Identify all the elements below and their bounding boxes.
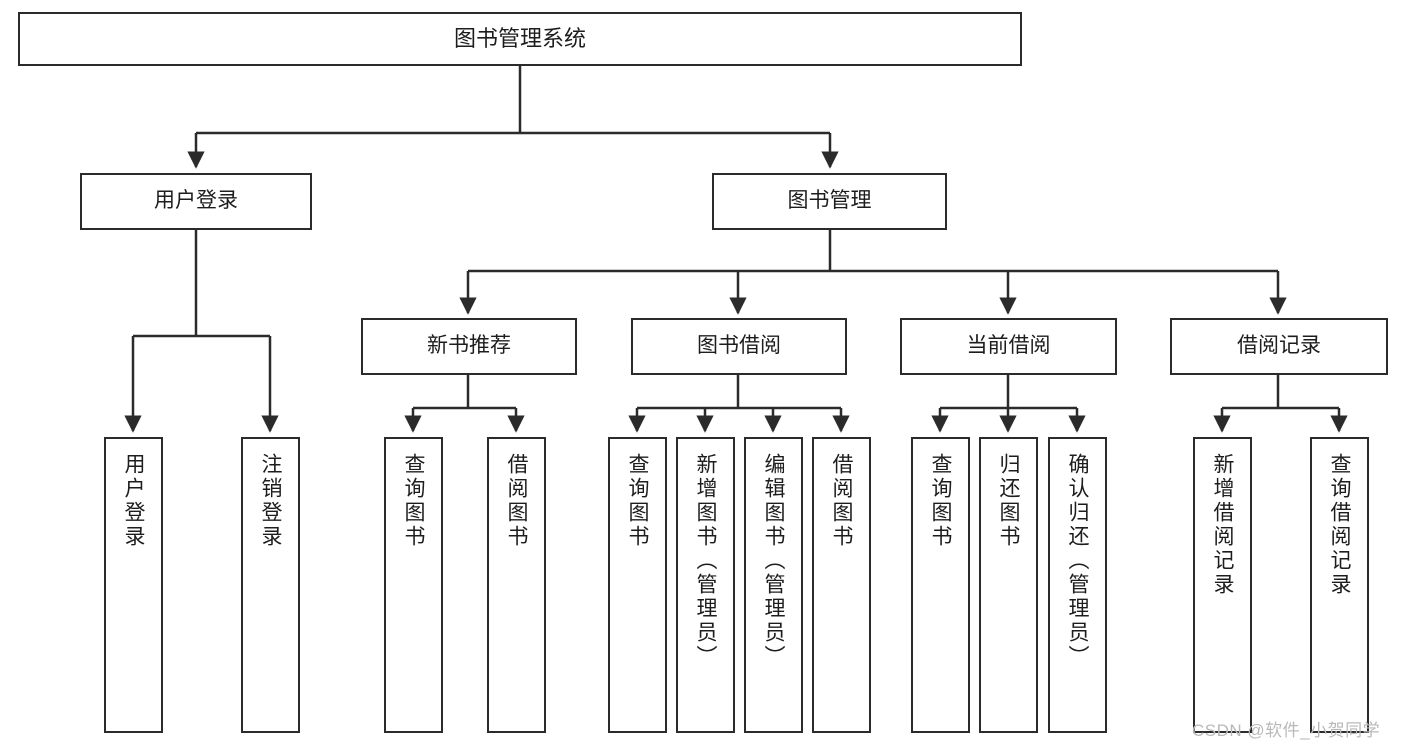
leaf-query-book-borrow[interactable]: 查询图书 bbox=[608, 437, 667, 733]
leaf-user-login[interactable]: 用户登录 bbox=[104, 437, 163, 733]
leaf-confirm-return-admin[interactable]: 确认归还（管理员） bbox=[1048, 437, 1107, 733]
leaf-edit-book-admin[interactable]: 编辑图书（管理员） bbox=[744, 437, 803, 733]
leaf-add-borrow-record[interactable]: 新增借阅记录 bbox=[1193, 437, 1252, 733]
node-user-login[interactable]: 用户登录 bbox=[80, 173, 312, 230]
node-label: 查询图书 bbox=[929, 453, 952, 549]
node-label: 新增借阅记录 bbox=[1211, 453, 1234, 597]
node-label: 图书管理 bbox=[787, 189, 872, 213]
node-label: 图书借阅 bbox=[697, 334, 781, 358]
leaf-query-book-recommend[interactable]: 查询图书 bbox=[384, 437, 443, 733]
leaf-logout[interactable]: 注销登录 bbox=[241, 437, 300, 733]
node-label: 新增图书（管理员） bbox=[694, 453, 717, 669]
leaf-query-borrow-record[interactable]: 查询借阅记录 bbox=[1310, 437, 1369, 733]
csdn-watermark: CSDN @软件_小贺同学 bbox=[1192, 721, 1381, 740]
node-label: 用户登录 bbox=[154, 189, 238, 213]
node-label: 查询图书 bbox=[626, 453, 649, 549]
node-book-borrowing[interactable]: 图书借阅 bbox=[631, 318, 847, 375]
node-label: 注销登录 bbox=[259, 453, 282, 549]
node-label: 当前借阅 bbox=[966, 334, 1051, 358]
node-new-book-recommendation[interactable]: 新书推荐 bbox=[361, 318, 577, 375]
node-label: 确认归还（管理员） bbox=[1066, 453, 1089, 669]
leaf-borrow-book-recommend[interactable]: 借阅图书 bbox=[487, 437, 546, 733]
leaf-add-book-admin[interactable]: 新增图书（管理员） bbox=[676, 437, 735, 733]
node-book-management[interactable]: 图书管理 bbox=[712, 173, 947, 230]
node-label: 借阅记录 bbox=[1237, 334, 1321, 358]
node-current-borrowing[interactable]: 当前借阅 bbox=[900, 318, 1117, 375]
leaf-query-book-current[interactable]: 查询图书 bbox=[911, 437, 970, 733]
leaf-borrow-book[interactable]: 借阅图书 bbox=[812, 437, 871, 733]
leaf-return-book[interactable]: 归还图书 bbox=[979, 437, 1038, 733]
node-label: 新书推荐 bbox=[427, 334, 511, 358]
node-label: 归还图书 bbox=[997, 453, 1020, 549]
node-label: 查询图书 bbox=[402, 453, 425, 549]
node-label: 编辑图书（管理员） bbox=[762, 453, 785, 669]
node-borrowing-record[interactable]: 借阅记录 bbox=[1170, 318, 1388, 375]
node-label: 查询借阅记录 bbox=[1328, 453, 1351, 597]
node-label: 借阅图书 bbox=[830, 453, 853, 549]
node-label: 图书管理系统 bbox=[453, 26, 586, 52]
node-label: 借阅图书 bbox=[505, 453, 528, 549]
node-label: 用户登录 bbox=[122, 453, 145, 549]
node-root-book-management-system[interactable]: 图书管理系统 bbox=[18, 12, 1022, 66]
